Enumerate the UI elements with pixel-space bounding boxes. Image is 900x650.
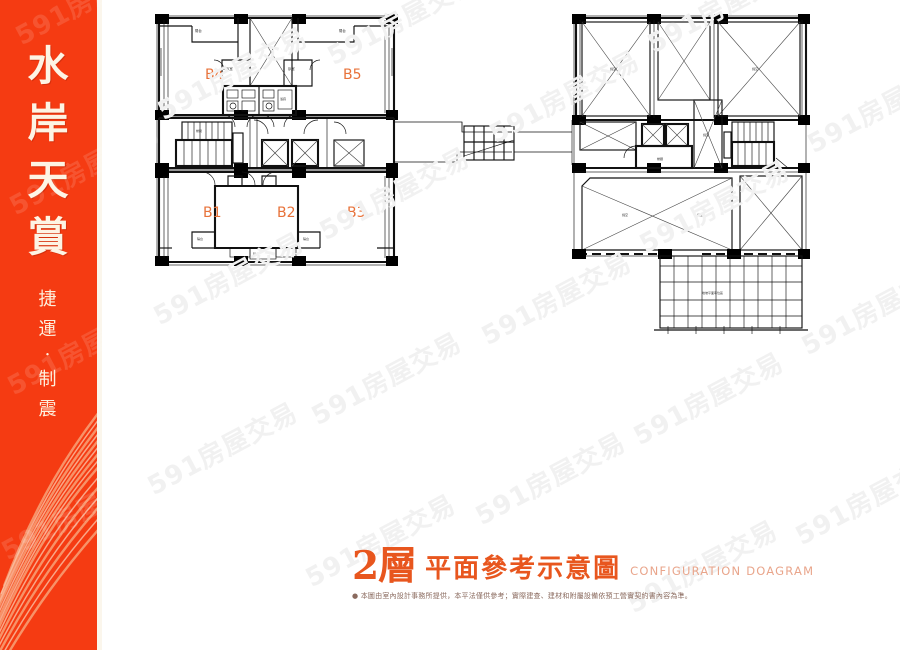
unit-label-b4: B4 bbox=[205, 67, 224, 83]
door-swings-bottom bbox=[201, 171, 277, 186]
unit-b4-walls bbox=[159, 18, 251, 87]
unit-label-b5: B5 bbox=[343, 67, 362, 83]
void-right-a: 挑空 bbox=[581, 21, 651, 117]
service-core-bathrooms: 浴廁 bbox=[221, 84, 298, 117]
stairwell-left: 梯間 bbox=[174, 121, 244, 168]
brand-subtitle: 捷 運 ・ 制 震 bbox=[0, 285, 97, 425]
brand-subtitle-char-3: 制 bbox=[38, 369, 59, 390]
caption-title-row: 2層 平面參考示意圖 CONFIGURATION DOAGRAM bbox=[352, 543, 897, 589]
brand-subtitle-char-1: 捷 bbox=[38, 289, 59, 310]
void-lower-left: 挑空 挑空 bbox=[581, 177, 733, 251]
caption-disclaimer-note: ● 本圖由室內設計事務所提供，本平法僅供參考；實際建查、建材和附屬設備依預工營實… bbox=[352, 592, 692, 600]
room-label-b4-balcony: 陽台 bbox=[195, 28, 202, 33]
elevator-shafts-left-bldg bbox=[260, 138, 320, 168]
elevator-shafts-right bbox=[640, 122, 690, 148]
parking-deck: 地坡平面車位區 bbox=[654, 255, 808, 334]
floorplan-drawing: .w { stroke:#111; stroke-width:1.15; fil… bbox=[102, 0, 900, 650]
brand-subtitle-char-4: 震 bbox=[38, 399, 59, 420]
brand-title-char-4: 賞 bbox=[27, 213, 70, 261]
brand-subtitle-char-2: 運 bbox=[38, 319, 59, 340]
left-building: 陽台 臥室 陽台 臥室 bbox=[155, 14, 398, 266]
brand-title-char-3: 天 bbox=[27, 156, 70, 204]
room-label-bath: 浴廁 bbox=[280, 96, 286, 101]
brand-title-char-1: 水 bbox=[27, 42, 70, 90]
room-label-b5-balcony: 陽台 bbox=[339, 28, 346, 33]
floorplan-svg: .w { stroke:#111; stroke-width:1.15; fil… bbox=[155, 14, 810, 334]
unit-label-b2: B2 bbox=[277, 205, 296, 221]
brand-title-char-2: 岸 bbox=[27, 99, 70, 147]
room-label-b4-room: 臥室 bbox=[226, 66, 233, 71]
room-label-stair: 梯間 bbox=[196, 128, 202, 133]
room-label-void-lower-left: 挑空 bbox=[622, 212, 628, 217]
unit-label-b3: B3 bbox=[347, 205, 366, 221]
room-label-void-a: 挑空 bbox=[610, 66, 616, 71]
room-label-void-c: 挑空 bbox=[752, 66, 758, 71]
caption-block: 2層 平面參考示意圖 CONFIGURATION DOAGRAM ● 本圖由室內… bbox=[352, 543, 897, 614]
unit-b3-walls bbox=[298, 231, 394, 249]
connecting-bridge bbox=[394, 120, 573, 165]
void-right-b bbox=[657, 21, 711, 101]
room-label-lobby: 梯廳 bbox=[657, 156, 663, 161]
parking-area-label: 地坡平面車位區 bbox=[702, 290, 723, 295]
brand-subtitle-separator: ・ bbox=[42, 348, 55, 361]
structural-columns-bottom bbox=[155, 168, 398, 266]
unit-b5-walls bbox=[283, 18, 394, 87]
door-swings-mid bbox=[249, 118, 347, 168]
floor-number-label: 2層 bbox=[352, 543, 417, 589]
caption-main-title: 平面參考示意圖 bbox=[425, 554, 622, 584]
room-label-void-e: 挑空 bbox=[703, 132, 709, 137]
lobby-right: 梯廳 bbox=[634, 144, 694, 170]
void-right-mid bbox=[333, 139, 365, 167]
banner-edge-strip bbox=[97, 0, 102, 650]
right-building: 挑空 挑空 bbox=[572, 14, 810, 334]
room-label-b3-balcony: 陽台 bbox=[303, 236, 309, 241]
unit-label-b1: B1 bbox=[203, 205, 222, 221]
structural-columns-lower bbox=[572, 249, 810, 259]
void-right-d bbox=[579, 121, 637, 151]
unit-b1-walls bbox=[159, 231, 215, 249]
brand-title: 水 岸 天 賞 bbox=[0, 38, 97, 266]
void-right-c: 挑空 bbox=[717, 21, 801, 117]
stairwell-right bbox=[723, 121, 789, 169]
room-label-void-lower-mid: 挑空 bbox=[697, 212, 703, 217]
room-label-b2-balcony: 陽台 bbox=[253, 251, 259, 256]
void-lower-right bbox=[739, 175, 803, 251]
void-right-e: 挑空 bbox=[693, 99, 723, 169]
room-label-b1-balcony: 陽台 bbox=[197, 236, 203, 241]
caption-english-subtitle: CONFIGURATION DOAGRAM bbox=[630, 564, 815, 578]
